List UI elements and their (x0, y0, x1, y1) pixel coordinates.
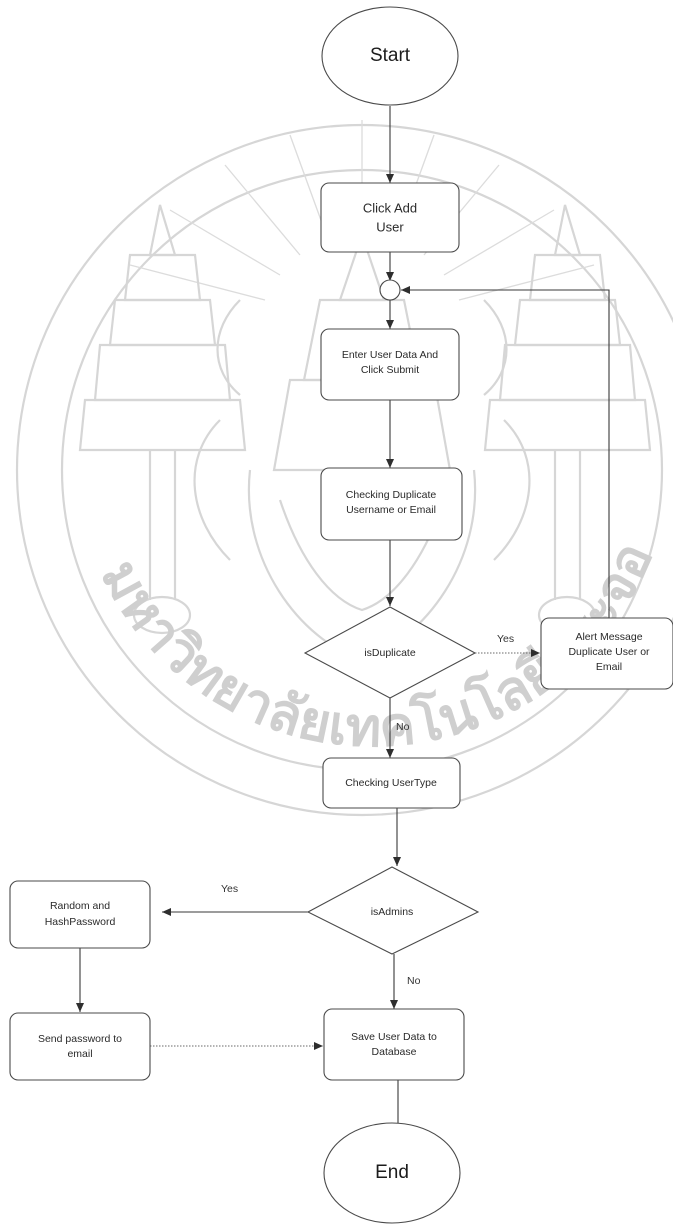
random-hash-line-2: HashPassword (45, 916, 116, 928)
click-add-user-line-1: Click Add (363, 200, 417, 215)
is-admins-label: isAdmins (371, 906, 414, 918)
seal-right-pagoda (483, 204, 652, 635)
send-password-line-2: email (67, 1048, 92, 1060)
enter-user-data-node: Enter User Data And Click Submit (320, 328, 460, 401)
seal-left-pagoda (78, 204, 247, 635)
send-password-line-1: Send password to (38, 1033, 122, 1045)
random-hash-line-1: Random and (50, 900, 110, 912)
start-label: Start (370, 45, 411, 66)
checking-usertype-node: Checking UserType (322, 757, 461, 809)
alert-message-line-2: Duplicate User or (568, 646, 650, 658)
label-admins-no: No (407, 975, 421, 987)
save-user-data-node: Save User Data to Database (323, 1008, 465, 1081)
checking-usertype-label: Checking UserType (345, 777, 437, 789)
alert-message-node: Alert Message Duplicate User or Email (540, 617, 673, 690)
save-user-data-line-2: Database (372, 1046, 417, 1058)
watermark-seal: มหาวิทยาลัยเทคโนโลยีพระจอมเกล้าธนบุรี (0, 0, 673, 816)
connectors (76, 106, 610, 1150)
checking-duplicate-line-1: Checking Duplicate (346, 489, 437, 501)
end-terminal: End (323, 1122, 461, 1224)
edge-alert-loop-to-merge (401, 286, 610, 618)
is-admins-decision: isAdmins (306, 866, 480, 955)
alert-message-line-3: Email (596, 661, 622, 673)
label-admins-yes: Yes (221, 883, 238, 895)
checking-duplicate-node: Checking Duplicate Username or Email (320, 467, 463, 541)
start-terminal: Start (321, 6, 459, 106)
enter-user-data-line-1: Enter User Data And (342, 349, 438, 361)
end-label: End (375, 1162, 409, 1183)
label-duplicate-yes: Yes (497, 633, 514, 645)
enter-user-data-line-2: Click Submit (361, 364, 419, 376)
save-user-data-line-1: Save User Data to (351, 1031, 437, 1043)
checking-duplicate-line-2: Username or Email (346, 504, 436, 516)
send-password-node: Send password to email (9, 1012, 151, 1081)
alert-message-line-1: Alert Message (575, 631, 642, 643)
click-add-user-line-2: User (376, 219, 404, 234)
is-duplicate-decision: isDuplicate (303, 606, 477, 699)
is-duplicate-label: isDuplicate (364, 647, 416, 659)
click-add-user-node: Click Add User (320, 182, 460, 253)
label-duplicate-no: No (396, 721, 410, 733)
merge-connector (379, 279, 401, 301)
random-hash-node: Random and HashPassword (9, 880, 151, 949)
